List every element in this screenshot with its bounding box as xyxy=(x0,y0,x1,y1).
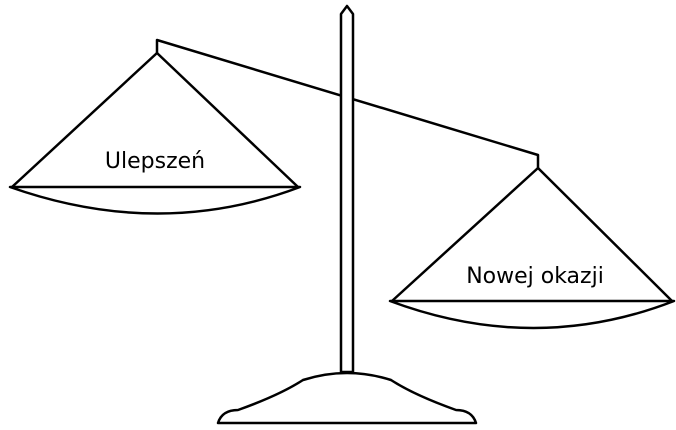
scale-base xyxy=(218,373,476,423)
left-pan-bowl xyxy=(10,187,300,214)
left-pan: Ulepszeń xyxy=(10,53,300,214)
right-pan: Nowej okazji xyxy=(390,168,674,328)
left-pan-label: Ulepszeń xyxy=(105,149,205,174)
scale-pole xyxy=(341,6,353,372)
right-pan-label: Nowej okazji xyxy=(466,264,604,289)
right-pan-bowl xyxy=(390,301,674,328)
